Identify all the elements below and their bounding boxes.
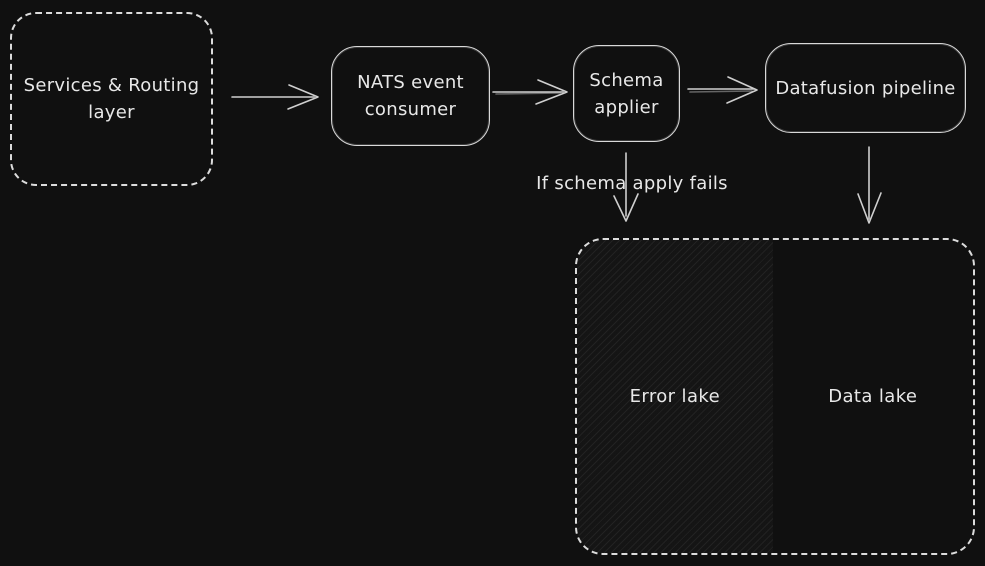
node-label: Datafusion pipeline (775, 77, 956, 99)
node-services-routing-layer: Services & Routing layer (10, 12, 213, 186)
arrow-datafusion-to-data-lake (857, 146, 882, 224)
node-nats-event-consumer: NATS event consumer (331, 46, 490, 146)
node-label: consumer (364, 99, 457, 120)
node-label: Schema (589, 69, 664, 91)
lake-container: Error lake Data lake (575, 238, 975, 555)
node-label: layer (88, 102, 135, 123)
node-label: applier (594, 96, 659, 118)
arrow-nats-to-schema (492, 79, 568, 105)
node-label: NATS event (357, 72, 464, 93)
node-datafusion-pipeline: Datafusion pipeline (765, 43, 966, 133)
data-lake-label: Data lake (828, 386, 918, 407)
annotation-if-schema-apply-fails: If schema apply fails (536, 173, 728, 194)
node-schema-applier: Schema applier (573, 45, 680, 142)
arrow-services-to-nats (231, 84, 319, 110)
region-error-lake: Error lake (577, 240, 773, 553)
arrow-schema-to-datafusion (687, 76, 758, 104)
node-label: Services & Routing (23, 75, 200, 96)
error-lake-label: Error lake (629, 386, 721, 407)
region-data-lake: Data lake (773, 240, 973, 553)
